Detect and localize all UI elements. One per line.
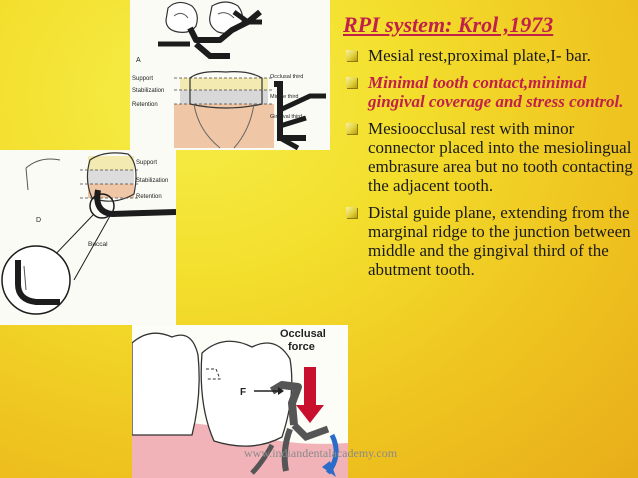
figure-f-occlusal-force-diagram: F Occlusal force — [132, 325, 348, 478]
figure-a-label-middle-third: Middle third — [270, 94, 298, 100]
figure-d-label-retention: Retention — [136, 194, 162, 200]
figure-f-label-force: force — [288, 341, 315, 353]
figure-d-label-stabilization: Stabilization — [136, 178, 168, 184]
bullet-item: Distal guide plane, extending from the m… — [344, 203, 634, 279]
figure-d-label-buccal: Buccal — [88, 241, 108, 248]
watermark: www.indiandentalacademy.com — [244, 446, 398, 460]
slide-title: RPI system: Krol ,1973 — [343, 12, 554, 37]
bullet-text: Distal guide plane, extending from the m… — [368, 203, 631, 279]
figure-a-label-stabilization: Stabilization — [132, 88, 164, 94]
figure-a-label-occlusal-third: Occlusal third — [270, 74, 303, 80]
figure-a-label-support: Support — [132, 76, 153, 82]
figure-d-illustration: D Support Stabilization Retention Buccal — [1, 152, 176, 315]
bullet-square-icon — [346, 207, 357, 218]
bullet-square-icon — [346, 77, 357, 88]
figure-f-illustration: F Occlusal force — [132, 328, 348, 478]
figure-a-illustration: A Support Stabilization Retention Occlus… — [132, 1, 326, 150]
bullet-text: Mesial rest,proximal plate,I- bar. — [368, 46, 591, 65]
figure-a-letter: A — [136, 57, 141, 64]
bullet-square-icon — [346, 123, 357, 134]
figure-f-letter: F — [240, 387, 246, 398]
figure-f-label-occlusal: Occlusal — [280, 328, 326, 340]
bullet-item-highlight: Minimal tooth contact,minimal gingival c… — [344, 73, 634, 111]
figure-a-label-gingival-third: Gingival third — [270, 114, 302, 120]
bullet-text: Mesioocclusal rest with minor connector … — [368, 119, 633, 195]
bullet-item: Mesial rest,proximal plate,I- bar. — [344, 46, 634, 65]
bullet-text: Minimal tooth contact,minimal gingival c… — [368, 73, 624, 111]
figure-a-tooth-diagram: A Support Stabilization Retention Occlus… — [130, 0, 330, 150]
figure-d-clasp-diagram: D Support Stabilization Retention Buccal — [0, 150, 176, 325]
bullet-square-icon — [346, 50, 357, 61]
figure-d-label-support: Support — [136, 160, 157, 166]
figure-a-label-retention: Retention — [132, 102, 158, 108]
bullet-item: Mesioocclusal rest with minor connector … — [344, 119, 634, 195]
bullet-list: Mesial rest,proximal plate,I- bar. Minim… — [344, 46, 634, 287]
figure-d-letter: D — [36, 217, 41, 224]
